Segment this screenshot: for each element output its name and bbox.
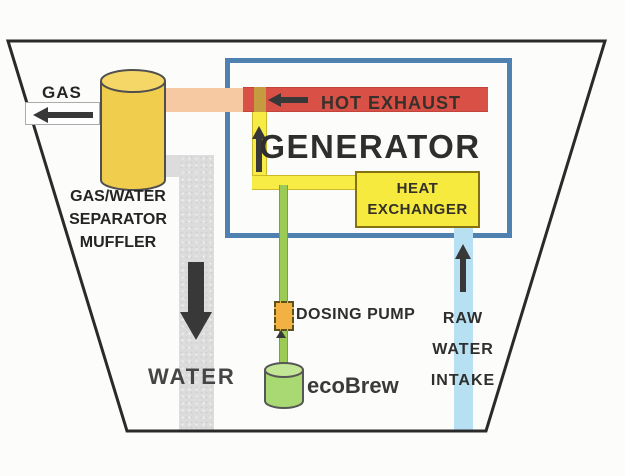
separator-muffler-label: GAS/WATER SEPARATOR MUFFLER [45, 185, 191, 254]
raw-water-arrow-shape [455, 244, 471, 292]
heat-exchanger-pipe-horizontal [252, 175, 356, 190]
gas-arrow-shape [33, 107, 93, 123]
generator-label: GENERATOR [259, 128, 481, 165]
separator-muffler-cylinder [100, 69, 166, 191]
dosing-pump-label: DOSING PUMP [296, 306, 416, 323]
hot-exhaust-label: HOT EXHAUST [321, 93, 462, 113]
heat-exchanger-label-line1: HEAT [396, 180, 439, 197]
water-flow-down-arrow-icon [180, 262, 212, 340]
ecobrew-cylinder-body [265, 370, 303, 408]
gas-flow-left-arrow-icon [33, 107, 93, 123]
dosing-flow-up-arrowhead-icon [276, 330, 286, 338]
gas-label: GAS [42, 83, 82, 102]
raw-intake-label-line2: WATER [432, 341, 494, 358]
dosing-feed-line [279, 185, 288, 366]
exhaust-arrow-shape [268, 93, 308, 107]
separator-label-line2: SEPARATOR [69, 211, 167, 228]
generator-enclosure-box [225, 58, 512, 238]
generator-flow-up-arrow-icon [252, 126, 266, 172]
separator-cylinder-body [101, 81, 165, 190]
separator-label-line3: MUFFLER [79, 234, 157, 251]
raw-water-flow-up-arrow-icon [455, 244, 471, 292]
generator-arrow-shape [252, 126, 266, 172]
raw-water-intake-pipe [454, 228, 473, 432]
separator-cylinder-outline [100, 81, 166, 191]
separator-label-line1: GAS/WATER [70, 188, 166, 205]
ecobrew-cylinder-outline [264, 370, 304, 409]
heat-exchanger-box: HEAT EXCHANGER [355, 171, 480, 228]
water-label: WATER [148, 364, 236, 389]
ecobrew-label: ecoBrew [307, 373, 399, 398]
dosing-pump-box [274, 301, 294, 331]
exhaust-pipe [165, 88, 244, 112]
raw-intake-label-line1: RAW [442, 310, 484, 327]
hull-outline-shape [5, 39, 608, 433]
raw-intake-label-line3: INTAKE [430, 372, 496, 389]
dosing-arrow-shape [276, 330, 286, 338]
ecobrew-cylinder-top [264, 362, 304, 378]
separator-cylinder-top [100, 69, 166, 93]
ecobrew-container-cylinder [264, 362, 304, 409]
pipe-crossing-band [254, 87, 266, 112]
heat-exchanger-label-line2: EXCHANGER [367, 201, 468, 218]
exhaust-flow-left-arrow-icon [268, 93, 308, 107]
water-arrow-shape [180, 262, 212, 340]
raw-water-intake-label: RAW WATER INTAKE [426, 303, 500, 396]
